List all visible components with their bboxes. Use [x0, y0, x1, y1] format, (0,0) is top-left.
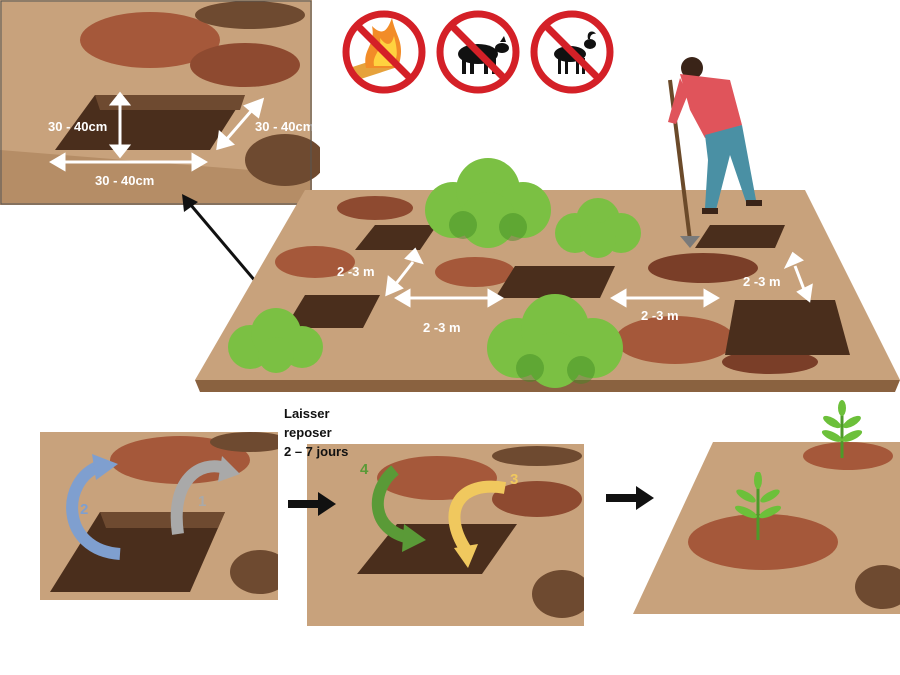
detail-mound: [80, 12, 220, 68]
field-mound: [275, 246, 355, 278]
farmer-arm: [668, 78, 688, 124]
farmer-shirt: [680, 74, 742, 138]
field-pit: [285, 295, 380, 328]
field-pit: [355, 225, 437, 250]
pickaxe-blade: [680, 236, 700, 248]
bush: [425, 158, 551, 248]
step-number-2: 2: [80, 501, 88, 518]
detail-soil-shade: [0, 150, 312, 205]
depth-label: 30 - 40cm: [48, 119, 107, 134]
rest-line: reposer: [284, 425, 332, 440]
spacing-arrow: [610, 288, 720, 308]
bush: [487, 294, 623, 388]
length-arrow: [216, 97, 265, 151]
step-number-3: 3: [510, 471, 518, 488]
bush: [555, 198, 641, 258]
farmer-digging: [668, 57, 762, 248]
field-mound: [648, 253, 758, 283]
step-arrow-4: [371, 465, 412, 544]
spacing-label: 2 -3 m: [337, 264, 375, 279]
field-mound: [615, 316, 735, 364]
field-pit: [725, 300, 850, 355]
seedling: [821, 400, 863, 458]
seedling: [734, 472, 782, 540]
farmer-head: [681, 57, 703, 79]
pit-detail-panel: 30 - 40cm 30 - 40cm 30 - 40cm: [0, 0, 320, 205]
length-label: 30 - 40cm: [255, 119, 314, 134]
step-number-1: 1: [198, 493, 206, 510]
process-panel-plant: [633, 442, 900, 614]
step-number-4: 4: [360, 461, 369, 478]
field-mound: [337, 196, 413, 220]
step-arrow-2: [66, 460, 121, 560]
depth-arrow: [108, 91, 132, 159]
spacing-arrow: [394, 288, 504, 308]
rest-line: 2 – 7 jours: [284, 444, 349, 459]
spacing-arrow: [385, 247, 424, 297]
step-arrow-3: [448, 480, 507, 554]
field-pit: [495, 266, 615, 298]
flow-arrow-icon: [288, 492, 336, 516]
process-panel-rest: [307, 444, 584, 626]
no-goat-icon: [530, 10, 614, 94]
planting-field: 2 -3 m 2 -3 m 2 -3 m 2 -3 m: [195, 190, 900, 392]
spacing-arrow: [783, 251, 813, 303]
step-arrows: 2 1 4 3: [66, 454, 518, 568]
detail-mound: [190, 43, 300, 87]
field-mound: [435, 257, 515, 287]
field-mound: [722, 350, 818, 374]
no-fire-icon: [342, 10, 426, 94]
detail-border: [0, 0, 312, 205]
width-label: 30 - 40cm: [95, 173, 154, 188]
width-arrow: [49, 152, 208, 172]
detail-pit-far: [195, 1, 305, 29]
farmer-trousers: [705, 125, 756, 210]
rest-line: Laisser: [284, 406, 330, 421]
rest-duration-label: Laisser reposer 2 – 7 jours: [284, 404, 394, 461]
spacing-label: 2 -3 m: [743, 274, 781, 289]
no-cattle-icon: [436, 10, 520, 94]
spacing-label: 2 -3 m: [641, 308, 679, 323]
step-arrow-1: [170, 460, 227, 535]
field-pit: [695, 225, 785, 248]
detail-pit-side: [245, 134, 320, 186]
detail-pit-wall: [95, 95, 245, 110]
flow-arrow-icon: [606, 486, 654, 510]
spacing-label: 2 -3 m: [423, 320, 461, 335]
bush: [228, 308, 323, 373]
